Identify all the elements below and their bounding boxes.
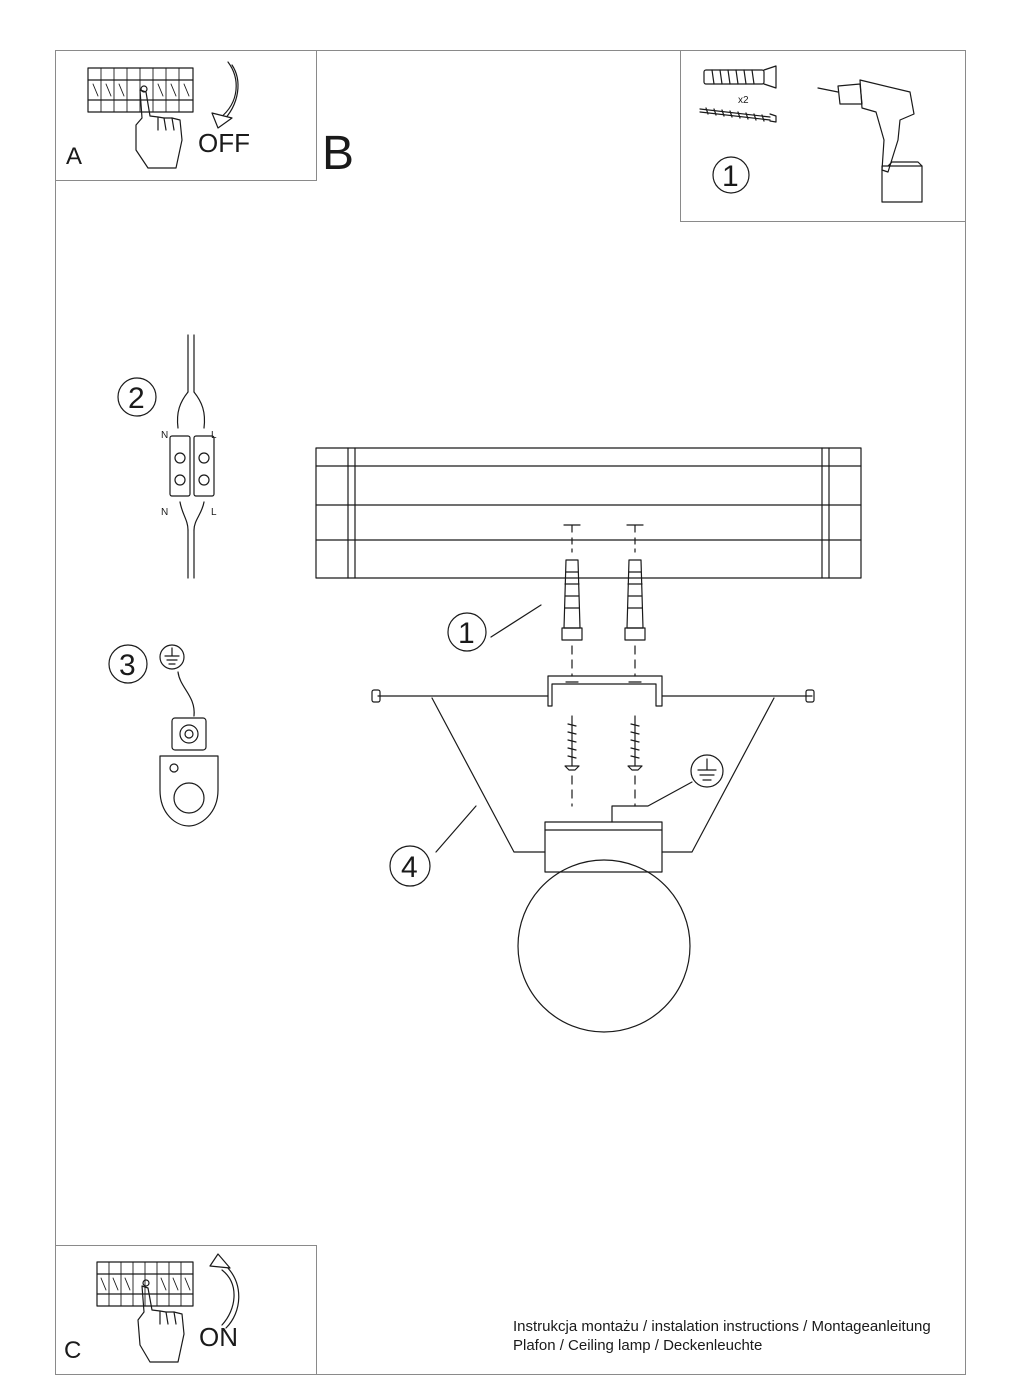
lamp-base: [544, 821, 663, 873]
drill-icon: [817, 79, 923, 203]
page-frame: [55, 50, 966, 1375]
wall-plug-icon: [624, 559, 646, 641]
ground-lug-icon: [159, 717, 219, 827]
terminal-l-top: L: [211, 430, 217, 441]
tools-box: [680, 50, 966, 222]
curved-arrow-icon: [209, 1253, 240, 1329]
step-circle-1: [447, 612, 487, 652]
panel-a-letter: A: [66, 143, 83, 170]
ground-wire-canopy: [611, 781, 693, 823]
terminal-n-top: N: [161, 430, 168, 441]
terminal-block-icon: [169, 334, 215, 579]
globe-shade: [517, 859, 691, 1033]
footer-line-2: Plafon / Ceiling lamp / Deckenleuchte: [513, 1337, 763, 1354]
leader-line-1: [490, 604, 542, 638]
panel-a: [55, 50, 317, 181]
screw-icon: [627, 715, 643, 771]
terminal-n-bottom: N: [161, 507, 168, 518]
panel-b-letter: B: [322, 127, 355, 180]
terminal-l-bottom: L: [211, 507, 217, 518]
step-circle-1-tools: [712, 156, 750, 194]
panel-c-letter: C: [64, 1337, 82, 1364]
on-label: ON: [199, 1322, 238, 1352]
hand-icon: [137, 1285, 185, 1363]
ground-symbol-icon: [159, 644, 185, 670]
wall-plug-icon: [561, 559, 583, 641]
step-circle-2: [117, 377, 157, 417]
footer-caption: Instrukcja montażu / instalation instruc…: [513, 1317, 931, 1355]
step-1-number: 1: [458, 617, 475, 650]
ground-symbol-icon: [690, 754, 724, 788]
circuit-breaker-icon: [96, 1261, 194, 1307]
step-3-number: 3: [119, 649, 136, 682]
drill-hole-marks: [563, 524, 644, 553]
ground-wire: [177, 671, 195, 717]
screw-icon: [564, 715, 580, 771]
quantity-label: x2: [738, 95, 749, 106]
panel-c: [55, 1245, 317, 1375]
off-label: OFF: [198, 128, 250, 158]
step-4-number: 4: [401, 851, 418, 884]
ceiling-beam: [315, 447, 862, 579]
footer-line-1: Instrukcja montażu / instalation instruc…: [513, 1318, 931, 1335]
mounting-bracket: [371, 675, 815, 707]
curved-arrow-icon: [211, 61, 239, 129]
screw-icon: [699, 107, 777, 123]
leader-line-4: [435, 805, 477, 853]
step-circle-4: [389, 845, 431, 887]
tools-step-number: 1: [722, 160, 739, 193]
canopy-outline: [431, 697, 775, 853]
wall-plug-icon: [703, 65, 777, 89]
hand-icon: [135, 89, 183, 169]
step-2-number: 2: [128, 382, 145, 415]
step-circle-3: [108, 644, 148, 684]
circuit-breaker-icon: [87, 67, 194, 113]
